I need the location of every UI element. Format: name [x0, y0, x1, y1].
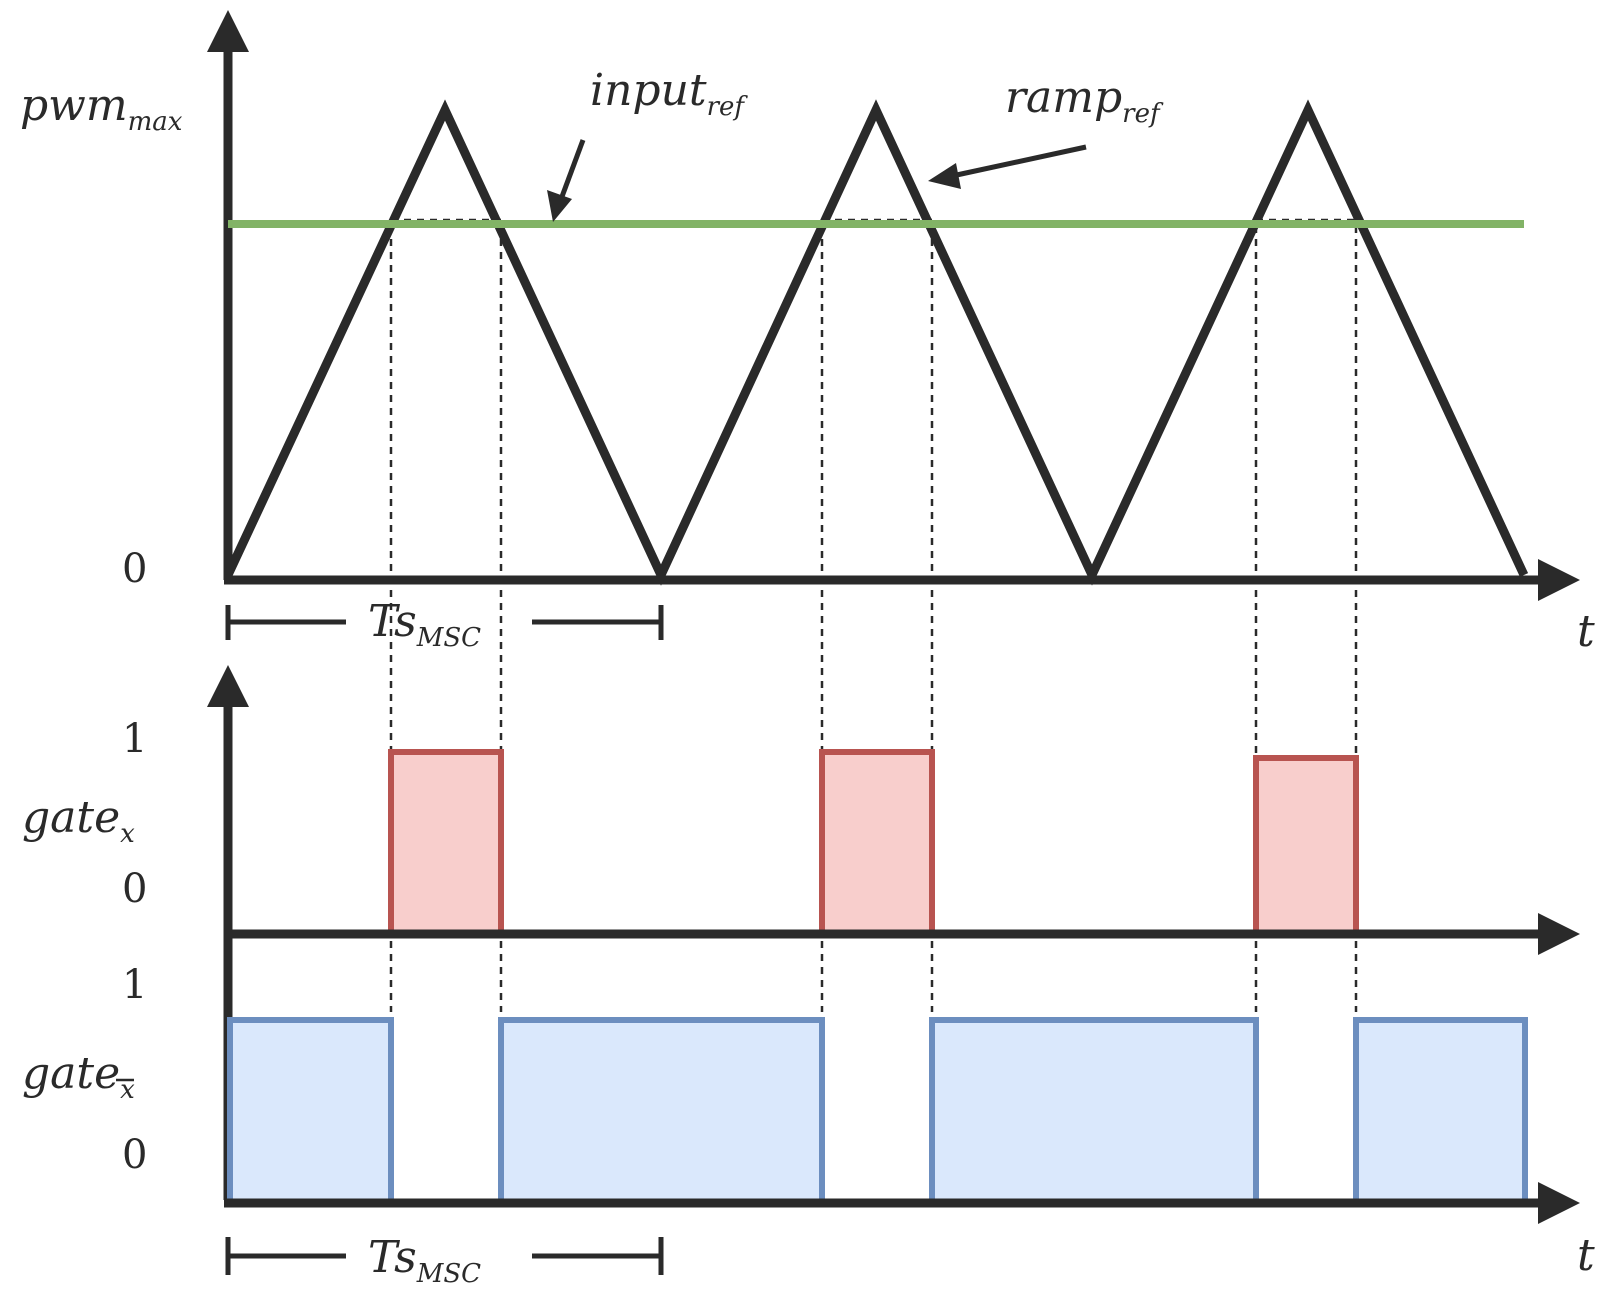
top-zero-label: 0 [122, 546, 147, 592]
gate-xbar-pulse [227, 1017, 394, 1206]
ramp-ref-pointer-head [928, 163, 961, 189]
ramp-ref-waveform [223, 99, 1529, 586]
ramp-ref-label: rampref [1005, 72, 1164, 129]
period-label-top: TsMSC [368, 596, 481, 653]
gate-x-label: gatex [22, 792, 135, 849]
gate-xbar-zero-label: 0 [122, 1132, 147, 1178]
gate-xbar-pulse [1353, 1017, 1528, 1206]
top-y-axis-arrow [207, 10, 249, 52]
gate-xbar-pulse [929, 1017, 1259, 1206]
gate-x-pulse [388, 749, 504, 937]
input-ref-label: inputref [590, 65, 748, 122]
period-bracket-bottom [225, 1237, 664, 1275]
gate-x-pulse [1253, 755, 1359, 937]
top-t-label: t [1577, 606, 1595, 657]
input-ref-pointer [557, 139, 586, 203]
input-ref-pointer-head [547, 190, 572, 222]
period-bracket-top [225, 605, 664, 640]
period-label-bottom: TsMSC [368, 1232, 481, 1289]
gate-x-pulse [819, 749, 935, 937]
top-x-axis-arrow [1538, 559, 1580, 601]
gate-x-pulses [388, 749, 1359, 937]
gate-xbar-label: gatex [22, 1048, 135, 1105]
gate-xbar-time-axis-arrow [1538, 1182, 1580, 1224]
gate-x-time-axis-arrow [1538, 913, 1580, 955]
gate-xbar-pulse [498, 1017, 825, 1206]
ramp-ref-pointer [951, 144, 1087, 179]
pwm-max-label: pwmmax [20, 80, 183, 137]
gate-xbar-pulses [227, 1017, 1528, 1206]
bottom-y-axis-arrow [207, 665, 249, 707]
gate-xbar-one-label: 1 [122, 962, 147, 1008]
gate-x-one-label: 1 [122, 716, 147, 762]
gate-x-zero-label: 0 [122, 866, 147, 912]
bottom-t-label: t [1577, 1230, 1595, 1281]
